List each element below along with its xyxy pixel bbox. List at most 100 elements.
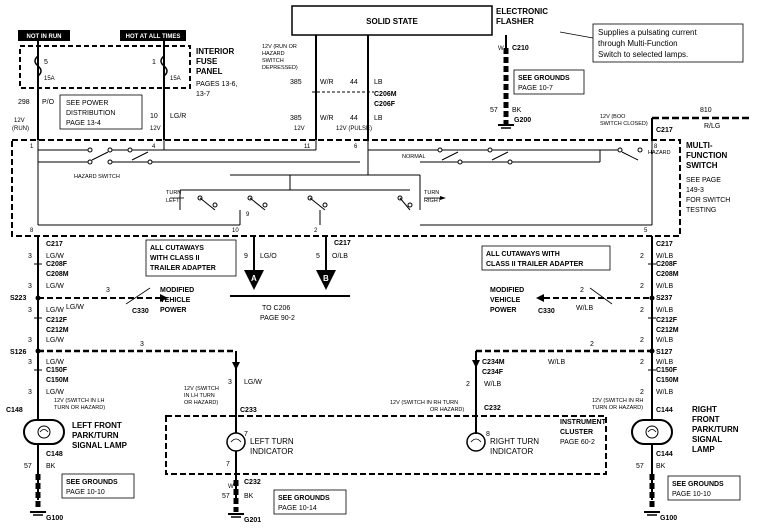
cutaways-box-right [481,245,611,271]
svg-text:BK: BK [244,493,254,500]
fuse-panel-pages-1: PAGES 13-6, [196,81,238,88]
svg-text:C144: C144 [656,407,673,414]
svg-text:C234M: C234M [482,359,505,366]
callout-line-1: Supplies a pulsating current [598,28,698,37]
svg-text:C208F: C208F [656,261,678,268]
svg-text:RIGHT: RIGHT [424,198,442,204]
svg-text:C217: C217 [46,241,63,248]
svg-text:S127: S127 [656,349,672,356]
fuse-panel-title-3: PANEL [196,67,223,76]
svg-text:DEPRESSED): DEPRESSED) [262,65,298,71]
fuse-panel-title-2: FUSE [196,57,218,66]
left-front-lamp [23,419,65,445]
svg-text:LG/R: LG/R [170,113,186,120]
svg-text:C150M: C150M [656,377,679,384]
svg-text:HAZARD: HAZARD [262,51,285,57]
svg-text:2: 2 [466,381,470,388]
svg-text:FUNCTION: FUNCTION [686,151,728,160]
svg-text:HAZARD: HAZARD [648,150,671,156]
electronic-label: ELECTRONIC [496,7,548,16]
svg-text:PAGE 10-7: PAGE 10-7 [518,85,553,92]
svg-text:W/R: W/R [320,79,334,86]
cutaways-box-left [145,239,237,277]
svg-text:C212F: C212F [46,317,68,324]
svg-text:LG/W: LG/W [46,337,64,344]
see-grounds-10-7 [513,69,585,95]
svg-text:LG/W: LG/W [66,304,84,311]
connector-b [316,270,336,290]
svg-text:PAGE 13-4: PAGE 13-4 [66,120,101,127]
svg-text:S126: S126 [10,349,26,356]
svg-text:LAMP: LAMP [692,445,715,454]
svg-text:C234F: C234F [482,369,504,376]
svg-text:TESTING: TESTING [686,207,716,214]
svg-text:INDICATOR: INDICATOR [490,447,533,456]
svg-text:2: 2 [640,389,644,396]
svg-text:W: W [498,46,504,52]
svg-text:SWITCH CLOSED): SWITCH CLOSED) [600,121,648,127]
svg-text:4: 4 [152,144,156,150]
svg-text:5: 5 [316,253,320,260]
svg-text:12V (BOO: 12V (BOO [600,114,626,120]
svg-text:385: 385 [290,115,302,122]
svg-text:MODIFIED: MODIFIED [160,287,194,294]
svg-text:10: 10 [150,113,158,120]
svg-text:G100: G100 [46,515,63,522]
svg-text:C210: C210 [512,45,529,52]
flasher-callout [592,23,744,63]
svg-text:2: 2 [640,283,644,290]
callout-line-2: through Multi-Function [598,39,678,48]
svg-text:PAGE 10-10: PAGE 10-10 [66,489,105,496]
svg-text:44: 44 [350,115,358,122]
svg-text:12V (SWITCH: 12V (SWITCH [184,386,219,392]
svg-text:VEHICLE: VEHICLE [160,297,191,304]
svg-text:15A: 15A [170,76,181,82]
svg-text:POWER: POWER [490,307,516,314]
svg-text:LG/W: LG/W [46,283,64,290]
svg-text:S223: S223 [10,295,26,302]
svg-text:PAGE 10-14: PAGE 10-14 [278,505,317,512]
flasher-box [291,5,493,36]
svg-text:12V: 12V [150,126,161,132]
svg-text:8: 8 [30,228,34,234]
svg-text:LEFT TURN: LEFT TURN [250,437,294,446]
svg-text:RIGHT: RIGHT [692,405,717,414]
svg-text:2: 2 [314,228,318,234]
svg-text:3: 3 [28,359,32,366]
right-front-lamp [631,419,673,445]
svg-text:HAZARD SWITCH: HAZARD SWITCH [74,174,120,180]
svg-text:WITH CLASS II: WITH CLASS II [150,255,199,262]
svg-text:SEE PAGE: SEE PAGE [686,177,721,184]
svg-text:C217: C217 [656,127,673,134]
svg-text:57: 57 [636,463,644,470]
svg-text:C150F: C150F [46,367,68,374]
svg-text:11: 11 [304,144,311,150]
svg-text:SEE GROUNDS: SEE GROUNDS [66,479,118,486]
svg-text:9: 9 [246,212,250,218]
svg-text:MODIFIED: MODIFIED [490,287,524,294]
svg-text:TURN OR HAZARD): TURN OR HAZARD) [54,405,105,411]
svg-text:12V (RUN OR: 12V (RUN OR [262,44,297,50]
svg-text:C144: C144 [656,451,673,458]
svg-text:44: 44 [350,79,358,86]
svg-text:PAGE 60-2: PAGE 60-2 [560,439,595,446]
svg-text:57: 57 [222,493,230,500]
svg-text:G200: G200 [514,117,531,124]
svg-text:P/O: P/O [42,99,55,106]
svg-text:INSTRUMENT: INSTRUMENT [560,419,607,426]
svg-text:3: 3 [28,307,32,314]
svg-text:W/LB: W/LB [656,337,673,344]
svg-text:3: 3 [140,341,144,348]
svg-text:C217: C217 [334,240,351,247]
svg-text:C208F: C208F [46,261,68,268]
svg-text:W: W [228,484,234,490]
fuse-1-symbol [160,55,168,77]
svg-text:RIGHT TURN: RIGHT TURN [490,437,539,446]
svg-text:SIGNAL: SIGNAL [692,435,722,444]
svg-text:G201: G201 [244,517,261,524]
svg-text:BK: BK [656,463,666,470]
svg-text:W/LB: W/LB [656,389,673,396]
svg-text:7: 7 [244,431,248,438]
see-grounds-left [61,473,135,499]
svg-text:W/LB: W/LB [656,307,673,314]
